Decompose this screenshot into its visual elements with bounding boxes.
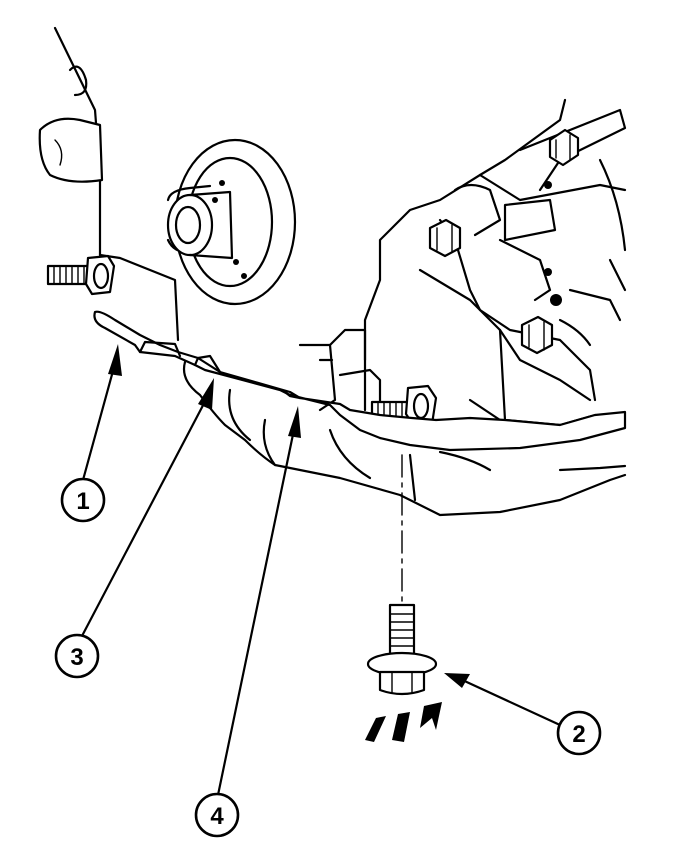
callout-4-label: 4 bbox=[210, 803, 224, 830]
leader-line-2 bbox=[444, 673, 562, 727]
front-stud bbox=[46, 254, 116, 296]
oil-pan-bolt bbox=[366, 603, 438, 696]
engine-block-left bbox=[38, 26, 180, 342]
block-bolt-3 bbox=[520, 315, 554, 355]
callout-3-label: 3 bbox=[70, 644, 83, 671]
leader-line-1 bbox=[81, 344, 122, 482]
tighten-arrows-icon bbox=[365, 702, 442, 742]
block-bolt-4 bbox=[544, 181, 562, 306]
oil-pan-gasket bbox=[93, 310, 627, 452]
block-bolt-2 bbox=[428, 218, 462, 258]
rear-stud bbox=[370, 384, 438, 428]
callout-2: 2 bbox=[556, 710, 602, 756]
block-bolt-1 bbox=[548, 128, 580, 167]
callout-3: 3 bbox=[54, 633, 100, 679]
callout-2-label: 2 bbox=[572, 721, 585, 748]
crankshaft-pulley bbox=[166, 138, 297, 306]
callout-1: 1 bbox=[60, 477, 106, 523]
leader-line-4 bbox=[216, 406, 301, 797]
oil-pan bbox=[182, 360, 627, 517]
callout-4: 4 bbox=[194, 792, 240, 838]
leader-line-3 bbox=[80, 378, 214, 638]
callout-1-label: 1 bbox=[76, 488, 89, 515]
